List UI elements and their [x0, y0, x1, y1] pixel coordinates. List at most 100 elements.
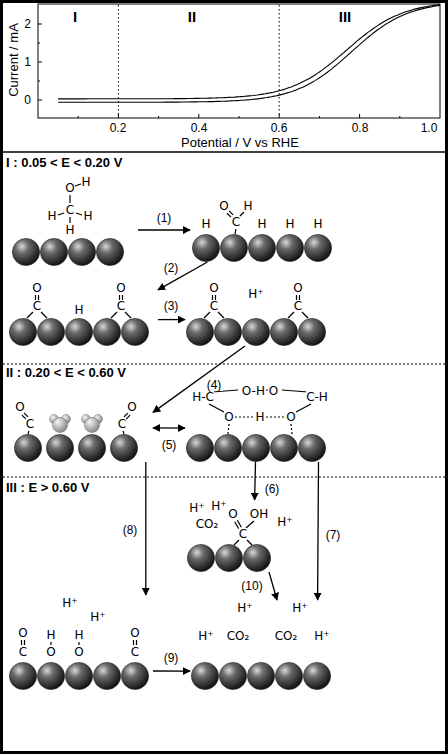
pt-atom	[93, 662, 120, 689]
atom-label: C	[239, 528, 247, 540]
surface-illustration	[190, 198, 335, 262]
step-number: (9)	[163, 652, 180, 664]
region-numeral: I	[73, 9, 77, 24]
pt-atom	[242, 318, 269, 345]
atom-label: H	[74, 629, 83, 641]
step-number: (5)	[161, 439, 178, 451]
atom-label: H	[201, 218, 210, 230]
surface-state: H-CO-H·OC-HOHO	[185, 385, 335, 462]
bond-line	[125, 312, 131, 318]
pt-atom	[65, 318, 92, 345]
bond-line	[24, 640, 25, 645]
plot-frame	[38, 4, 440, 118]
bond-line	[28, 431, 29, 434]
atom-label: O	[224, 411, 233, 423]
bond-line	[124, 413, 128, 417]
bond-line	[111, 312, 117, 318]
atom-label: O	[127, 401, 136, 413]
pt-atom	[303, 662, 330, 689]
pt-atom	[219, 662, 246, 689]
bond-line	[24, 413, 28, 417]
bond-line	[41, 312, 47, 318]
atom-label: H	[65, 224, 74, 236]
step-number: (4)	[206, 379, 223, 391]
bond-line	[240, 212, 244, 216]
bond-line	[58, 213, 64, 215]
pt-atom	[243, 544, 270, 571]
atom-label: O	[18, 627, 27, 639]
atom-label: H	[74, 304, 83, 316]
bond-line	[235, 416, 254, 417]
bond-line	[291, 424, 292, 434]
atom-label: H⁺	[189, 502, 204, 514]
pt-atom	[214, 318, 241, 345]
bond-line	[204, 312, 210, 318]
tick-label: 1	[24, 56, 31, 68]
axis-title: Potential / V vs RHE	[181, 136, 299, 149]
step-number: (1)	[156, 212, 173, 224]
bond-line	[209, 404, 224, 412]
step-number: (2)	[163, 262, 180, 274]
atom-label: H-C	[192, 391, 214, 403]
surface-state: OCH⁺OC	[185, 280, 335, 346]
step-number: (3)	[163, 300, 180, 312]
tick-label: 0.8	[352, 122, 369, 134]
pt-atom	[270, 318, 297, 345]
pt-atom	[275, 662, 302, 689]
bond-line	[126, 415, 130, 419]
bond-line	[50, 642, 51, 645]
pt-atom	[214, 434, 241, 461]
bond-line	[136, 640, 137, 645]
pt-atom	[298, 318, 325, 345]
reaction-arrow	[158, 319, 185, 320]
atom-label: H	[243, 200, 252, 212]
pt-atom	[96, 238, 123, 265]
atom-label: H⁺	[314, 630, 329, 642]
atom-label: H	[285, 218, 294, 230]
bond-line	[21, 640, 22, 645]
atom-label: O	[116, 282, 125, 294]
atom-label: OH	[250, 508, 268, 520]
pt-atom	[14, 434, 41, 461]
atom-label: C	[118, 418, 126, 430]
atom-label: C	[117, 300, 125, 312]
pt-atom	[9, 318, 36, 345]
pt-atom	[12, 238, 39, 265]
pt-atom	[247, 662, 274, 689]
section-heading: II : 0.20 < E < 0.60 V	[6, 366, 126, 379]
atom-label: H	[47, 210, 56, 222]
pt-atom	[186, 434, 213, 461]
step-number: (7)	[325, 529, 342, 541]
pt-atom	[242, 434, 269, 461]
tick-label: 0.2	[110, 122, 127, 134]
cv-curve	[58, 5, 440, 99]
atom-label: O	[65, 182, 74, 194]
step-number: (10)	[240, 580, 263, 592]
bond-line	[27, 312, 33, 318]
step-number: (6)	[264, 483, 281, 495]
reaction-arrow	[153, 346, 245, 412]
reaction-arrow	[158, 262, 207, 290]
atom-label: CO₂	[196, 518, 219, 530]
bond-line	[229, 211, 233, 215]
atom-label: H⁺	[211, 500, 226, 512]
bond-line	[123, 431, 124, 434]
tick-label: 1.0	[421, 122, 438, 134]
region-numeral: II	[188, 9, 196, 24]
surface-state: HOHCHHH	[190, 198, 335, 262]
bond-line	[75, 184, 81, 186]
pt-atom	[40, 238, 67, 265]
bond-line	[296, 404, 311, 412]
atom-label: C	[66, 204, 74, 216]
reaction-arrow	[254, 462, 256, 500]
region-divider	[279, 5, 280, 117]
atom-label: H	[83, 210, 92, 222]
step-number: (8)	[122, 524, 139, 536]
atom-label: C	[294, 300, 302, 312]
pt-atom	[9, 662, 36, 689]
atom-label: CO₂	[227, 630, 250, 642]
atom-label: H	[257, 218, 266, 230]
reaction-arrow	[269, 572, 277, 600]
pt-atom	[270, 434, 297, 461]
pt-atom	[191, 662, 218, 689]
